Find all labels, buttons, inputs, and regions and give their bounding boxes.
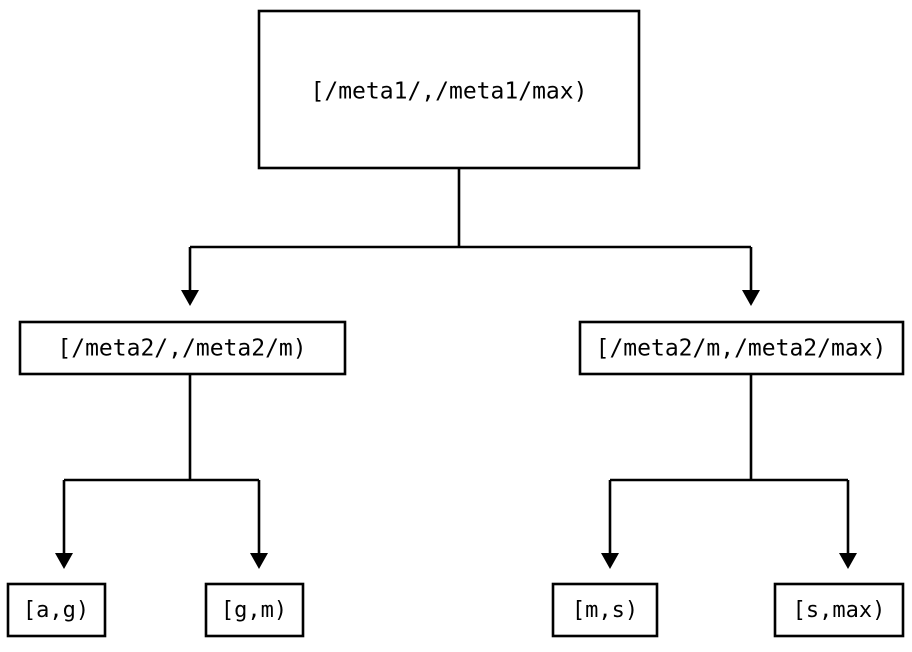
node-leaf-m-s[interactable]: [m,s) [551, 582, 659, 638]
node-leaf-g-m-label: [g,m) [221, 598, 287, 623]
node-leaf-s-max-box[interactable] [773, 582, 905, 638]
node-meta2-high-label: [/meta2/m,/meta2/max) [596, 336, 887, 362]
node-leaf-m-s-box[interactable] [551, 582, 659, 638]
arrowhead-leaf-m-s [601, 553, 619, 569]
node-leaf-s-max[interactable]: [s,max) [773, 582, 905, 638]
node-leaf-m-s-label: [m,s) [572, 598, 638, 623]
node-meta2-high-box[interactable] [578, 320, 905, 376]
node-leaf-a-g-box[interactable] [6, 582, 107, 638]
node-leaf-g-m[interactable]: [g,m) [204, 582, 305, 638]
node-root-box[interactable] [257, 9, 641, 170]
node-meta2-high[interactable]: [/meta2/m,/meta2/max) [578, 320, 905, 376]
node-meta2-low[interactable]: [/meta2/,/meta2/m) [18, 320, 347, 376]
node-leaf-a-g[interactable]: [a,g) [6, 582, 107, 638]
node-leaf-g-m-box[interactable] [204, 582, 305, 638]
arrowhead-meta2-low [181, 290, 199, 306]
node-root-label: [/meta1/,/meta1/max) [311, 79, 588, 105]
edge-group-meta2-high-to-leaves [601, 374, 857, 569]
node-meta2-low-box[interactable] [18, 320, 347, 376]
arrowhead-leaf-a-g [55, 553, 73, 569]
arrowhead-leaf-s-max [839, 553, 857, 569]
edge-group-meta2-low-to-leaves [55, 374, 268, 569]
edge-group-root-to-level2 [181, 168, 760, 306]
arrowhead-leaf-g-m [250, 553, 268, 569]
node-root[interactable]: [/meta1/,/meta1/max) [257, 9, 641, 170]
arrowhead-meta2-high [742, 290, 760, 306]
node-leaf-s-max-label: [s,max) [793, 598, 886, 623]
node-meta2-low-label: [/meta2/,/meta2/m) [57, 336, 306, 362]
node-leaf-a-g-label: [a,g) [23, 598, 89, 623]
